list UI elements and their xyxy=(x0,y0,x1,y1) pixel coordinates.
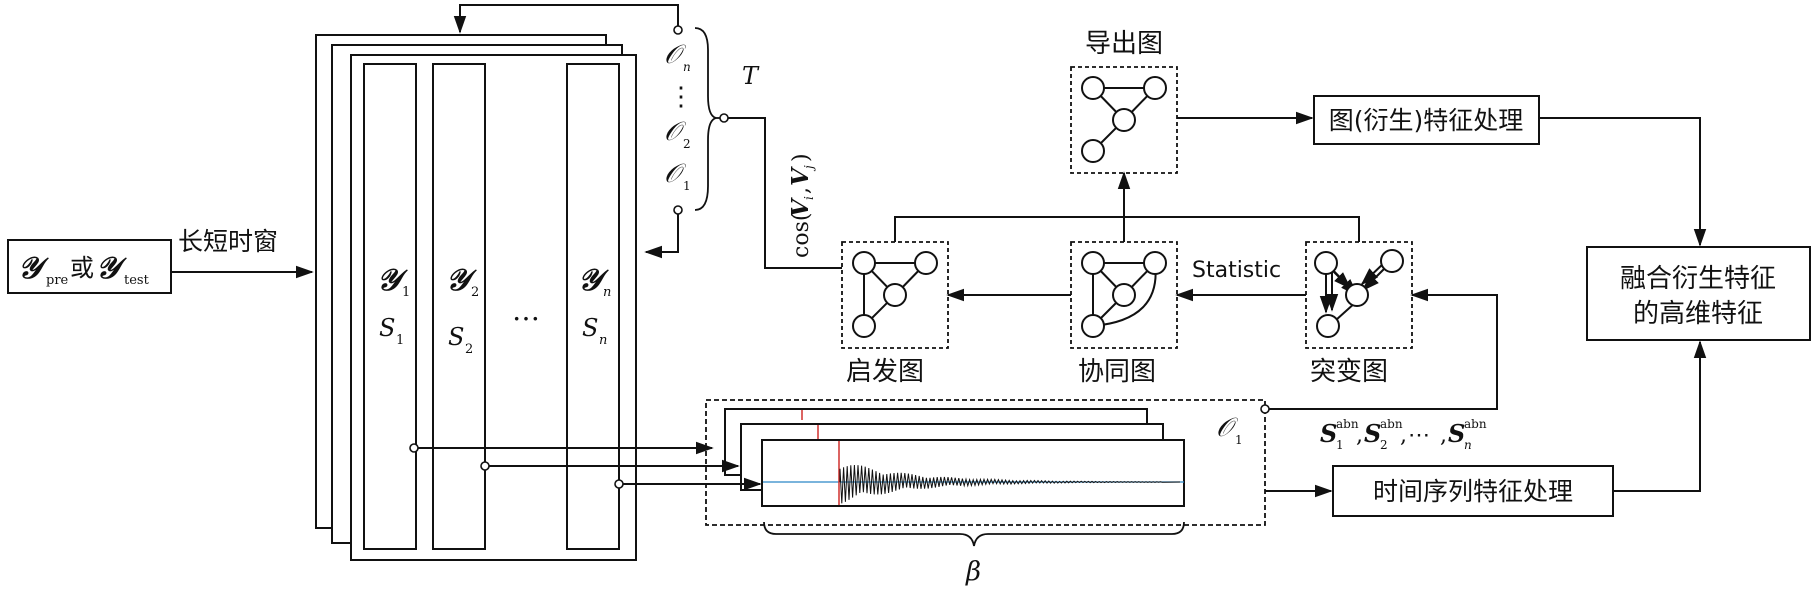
svg-text:S: S xyxy=(582,314,598,342)
graph-feature-box: 图(衍生)特征处理 xyxy=(1313,95,1540,145)
export-graph xyxy=(1070,66,1178,174)
svg-text:): ) xyxy=(789,153,814,162)
window-arrow-label: 长短时窗 xyxy=(178,227,278,256)
or-text: 或 xyxy=(70,254,94,282)
svg-text:n: n xyxy=(603,285,611,300)
svg-text:时间序列特征处理: 时间序列特征处理 xyxy=(1373,477,1573,506)
beta-label: β xyxy=(965,557,981,587)
svg-text:S: S xyxy=(1364,419,1381,448)
t-label: T xyxy=(742,62,760,90)
feedback-top-arrow xyxy=(453,4,679,34)
svg-text:,: , xyxy=(1440,423,1447,448)
arrow-timeseries-fusion xyxy=(1613,340,1707,492)
svg-text:abn: abn xyxy=(1336,417,1359,431)
svg-text:S: S xyxy=(1320,419,1337,448)
synergy-graph xyxy=(1070,241,1178,349)
o-2-sub: 2 xyxy=(683,137,691,151)
svg-text:j: j xyxy=(802,165,816,172)
y-pre-sub: pre xyxy=(46,273,69,288)
svg-text:,: , xyxy=(789,187,814,194)
svg-text:S: S xyxy=(379,314,395,342)
cos-label: cos( V i , V j ) xyxy=(787,153,816,258)
svg-text:S: S xyxy=(1448,419,1465,448)
svg-text:2: 2 xyxy=(1380,438,1388,452)
export-label: 导出图 xyxy=(1085,29,1163,59)
statistic-label: Statistic xyxy=(1192,258,1281,283)
synergy-label: 协同图 xyxy=(1078,357,1156,387)
svg-text:1: 1 xyxy=(1336,438,1344,452)
svg-text:n: n xyxy=(599,333,607,348)
beta-brace xyxy=(763,521,1185,547)
svg-text:i: i xyxy=(802,196,816,200)
svg-text:abn: abn xyxy=(1380,417,1403,431)
waveform-stack xyxy=(724,408,1185,507)
svg-text:n: n xyxy=(1464,438,1472,452)
svg-text:V: V xyxy=(787,166,814,186)
svg-text:V: V xyxy=(787,197,814,217)
svg-text:融合衍生特征: 融合衍生特征 xyxy=(1620,264,1776,294)
time-series-box: 时间序列特征处理 xyxy=(1332,465,1614,517)
window-ellipsis: … xyxy=(512,294,540,327)
input-box: 𝒴 pre 或 𝒴 test xyxy=(7,239,172,294)
svg-text:,: , xyxy=(1356,423,1363,448)
svg-text:abn: abn xyxy=(1464,417,1487,431)
o1-panel-sub: 1 xyxy=(1235,433,1243,447)
o-n-sub: n xyxy=(683,60,691,74)
svg-text:⋯: ⋯ xyxy=(1408,423,1430,448)
arrow-graphfeature-fusion xyxy=(1539,117,1707,247)
svg-text:1: 1 xyxy=(402,285,410,300)
o-switches: 𝒪 n ⋮ 𝒪 2 𝒪 1 T xyxy=(664,25,760,215)
window-waveform-arrows xyxy=(409,441,762,491)
fusion-box: 融合衍生特征 的高维特征 xyxy=(1586,246,1811,341)
svg-text:S: S xyxy=(448,323,464,351)
window-stack xyxy=(315,34,637,561)
svg-text:1: 1 xyxy=(396,333,404,348)
s-abn-label: S 1 abn , S 2 abn , ⋯ , S n abn xyxy=(1320,417,1487,452)
svg-text:,: , xyxy=(1400,423,1407,448)
svg-text:cos(: cos( xyxy=(789,213,814,258)
svg-text:图(衍生)特征处理: 图(衍生)特征处理 xyxy=(1329,106,1524,135)
arrow-sabn-mutation xyxy=(1265,288,1498,410)
mutation-label: 突变图 xyxy=(1310,357,1388,387)
heuristic-label: 启发图 xyxy=(846,357,924,387)
svg-text:2: 2 xyxy=(471,285,479,300)
svg-text:2: 2 xyxy=(465,342,473,357)
o-1-sub: 1 xyxy=(683,179,691,193)
svg-text:的高维特征: 的高维特征 xyxy=(1633,299,1763,329)
merge-bracket xyxy=(894,216,1360,242)
feedback-bottom-arrow xyxy=(644,210,679,259)
y-test-sub: test xyxy=(124,273,150,288)
mutation-graph xyxy=(1305,241,1413,349)
o-vdots: ⋮ xyxy=(668,82,694,112)
cos-connector xyxy=(728,117,842,269)
heuristic-graph xyxy=(841,241,949,349)
